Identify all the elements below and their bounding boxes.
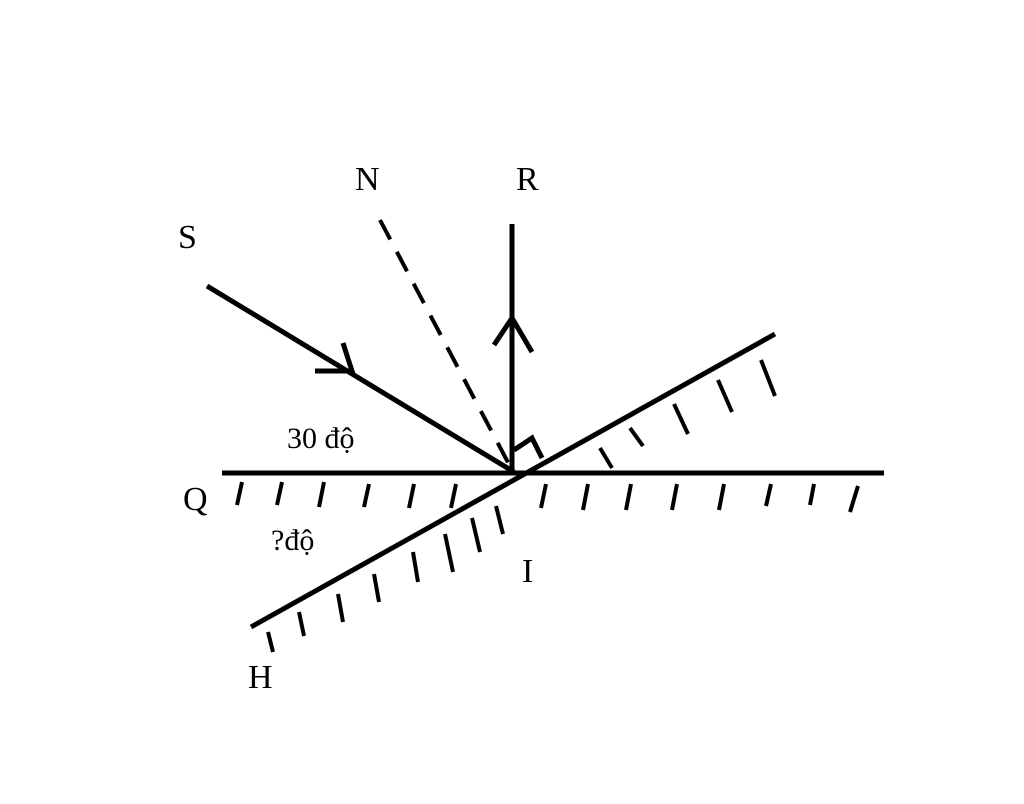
angle-unknown-label: ?độ bbox=[271, 524, 314, 557]
label-s: S bbox=[178, 219, 197, 256]
horizontal-mirror-hatching bbox=[235, 481, 860, 513]
label-i: I bbox=[522, 553, 533, 590]
rotated-mirror-line bbox=[249, 331, 777, 630]
rotated-mirror-hatching bbox=[266, 359, 777, 653]
reflected-ray-arrowhead bbox=[491, 313, 535, 354]
incident-ray-arrowhead bbox=[315, 342, 356, 374]
label-h: H bbox=[248, 659, 273, 696]
incident-ray bbox=[205, 283, 516, 475]
label-q: Q bbox=[183, 481, 208, 518]
label-n: N bbox=[355, 161, 380, 198]
right-angle-marker bbox=[512, 434, 545, 460]
angle-given-label: 30 độ bbox=[287, 422, 355, 455]
label-r: R bbox=[516, 161, 539, 198]
normal-line bbox=[378, 219, 514, 471]
